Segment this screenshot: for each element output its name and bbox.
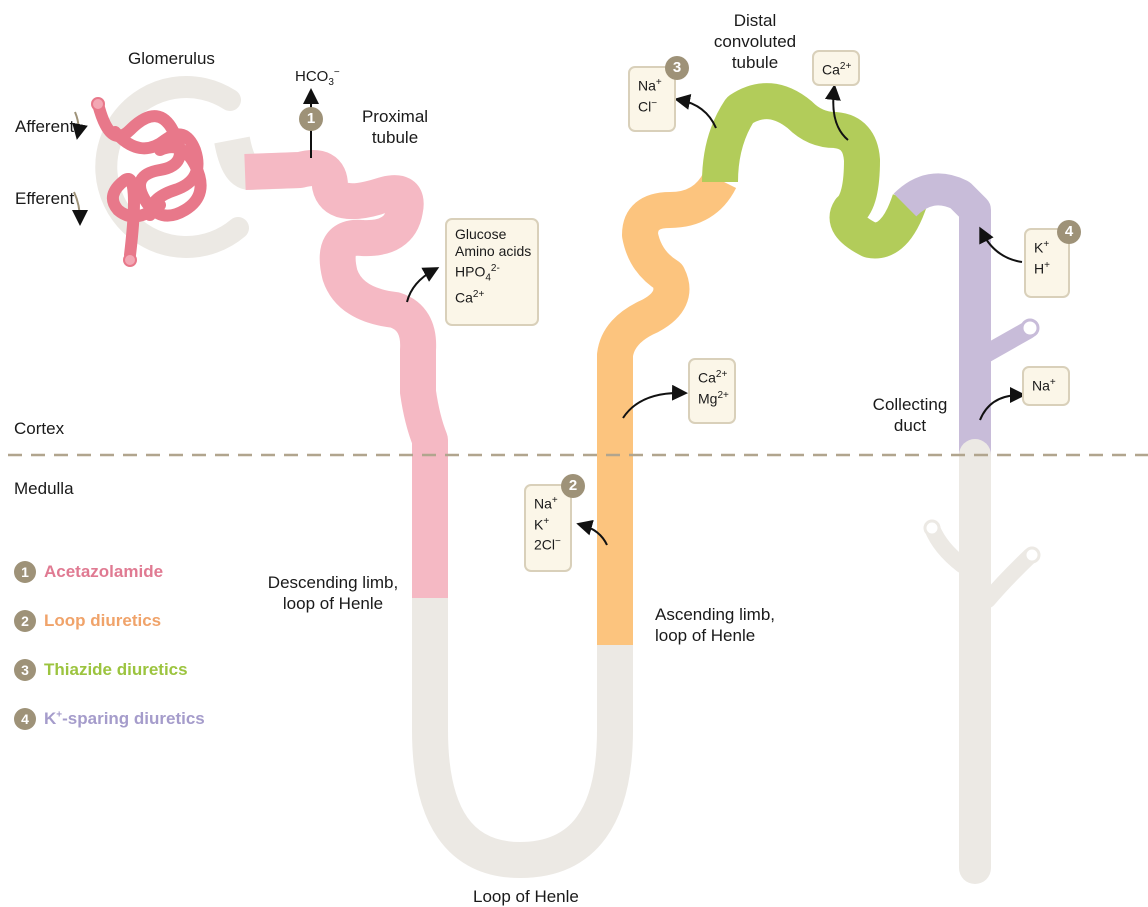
ascending-label-line1: Ascending limb, — [655, 604, 775, 625]
afferent-arteriole-end — [92, 98, 104, 110]
ion-calcium-distal: Ca2+ — [822, 58, 850, 79]
ion-chloride-loop: 2Cl− — [534, 533, 562, 554]
efferent-arteriole-end — [124, 254, 136, 266]
branch-end — [1022, 320, 1038, 336]
collecting-duct-right-branch — [988, 556, 1030, 600]
legend-label-1: Acetazolamide — [44, 562, 163, 582]
distal-nacl-arrow — [680, 100, 716, 128]
ascending-ion-box: Ca2+ Mg2+ — [688, 358, 736, 424]
loop-of-henle-medulla — [430, 598, 615, 860]
hco3-label: HCO3− — [295, 62, 340, 93]
left-branch-end — [925, 521, 939, 535]
legend-label-4: K+-sparing diuretics — [44, 709, 205, 729]
badge-1: 1 — [299, 107, 323, 131]
distal-label-line2: convoluted — [705, 31, 805, 52]
proximal-tubule — [245, 168, 430, 598]
right-branch-end — [1025, 548, 1039, 562]
ion-sodium-distal: Na+ — [638, 74, 666, 95]
proximal-ion-box: Glucose Amino acids HPO42- Ca2+ — [445, 218, 539, 326]
collecting-duct-label: Collecting duct — [860, 394, 960, 436]
descending-label-line1: Descending limb, — [258, 572, 408, 593]
badge-4: 4 — [1057, 220, 1081, 244]
distal-ca-box: Ca2+ — [812, 50, 860, 86]
legend-num-3: 3 — [14, 659, 36, 681]
legend-num-4: 4 — [14, 708, 36, 730]
legend-label-3: Thiazide diuretics — [44, 660, 188, 680]
descending-limb-label: Descending limb, loop of Henle — [258, 572, 408, 614]
collecting-label-line1: Collecting — [860, 394, 960, 415]
afferent-arrow — [75, 112, 79, 134]
badge-2: 2 — [561, 474, 585, 498]
afferent-label: Afferent — [15, 116, 74, 137]
collecting-label-line2: duct — [860, 415, 960, 436]
loop-ion-box: Na+ K+ 2Cl− — [524, 484, 572, 572]
legend-num-1: 1 — [14, 561, 36, 583]
ion-potassium-cd: K+ — [1034, 236, 1060, 257]
loop-of-henle-label: Loop of Henle — [473, 886, 579, 907]
ion-sodium-cd: Na+ — [1032, 374, 1060, 395]
ion-sodium-loop: Na+ — [534, 492, 562, 513]
distal-convoluted-tubule — [720, 101, 910, 240]
medulla-label: Medulla — [14, 478, 74, 499]
distal-tubule-label: Distal convoluted tubule — [705, 10, 805, 73]
ion-phosphate: HPO42- — [455, 260, 529, 286]
badge-3: 3 — [665, 56, 689, 80]
ion-chloride-distal: Cl− — [638, 95, 666, 116]
ascending-label-line2: loop of Henle — [655, 625, 775, 646]
ion-glucose: Glucose — [455, 226, 529, 243]
ascending-limb-label: Ascending limb, loop of Henle — [655, 604, 775, 646]
legend-item-thiazide: 3 Thiazide diuretics — [14, 658, 188, 682]
cortex-label: Cortex — [14, 418, 64, 439]
efferent-label: Efferent — [15, 188, 74, 209]
collecting-na-box: Na+ — [1022, 366, 1070, 406]
legend-num-2: 2 — [14, 610, 36, 632]
glomerulus-label: Glomerulus — [128, 48, 215, 69]
legend-item-acetazolamide: 1 Acetazolamide — [14, 560, 163, 584]
distal-label-line1: Distal — [705, 10, 805, 31]
proximal-label-line2: tubule — [355, 127, 435, 148]
legend-item-k-sparing: 4 K+-sparing diuretics — [14, 707, 205, 731]
ion-amino-acids: Amino acids — [455, 243, 529, 260]
ion-magnesium: Mg2+ — [698, 387, 726, 408]
efferent-arrow — [74, 192, 80, 220]
legend-item-loop: 2 Loop diuretics — [14, 609, 161, 633]
proximal-tubule-label: Proximal tubule — [355, 106, 435, 148]
proximal-label-line1: Proximal — [355, 106, 435, 127]
descending-label-line2: loop of Henle — [258, 593, 408, 614]
legend-label-2: Loop diuretics — [44, 611, 161, 631]
ion-calcium-asc: Ca2+ — [698, 366, 726, 387]
distal-label-line3: tubule — [705, 52, 805, 73]
ion-hydrogen-cd: H+ — [1034, 257, 1060, 278]
ion-potassium-loop: K+ — [534, 513, 562, 534]
ion-calcium: Ca2+ — [455, 286, 529, 307]
proximal-reabsorption-arrow — [407, 270, 434, 302]
